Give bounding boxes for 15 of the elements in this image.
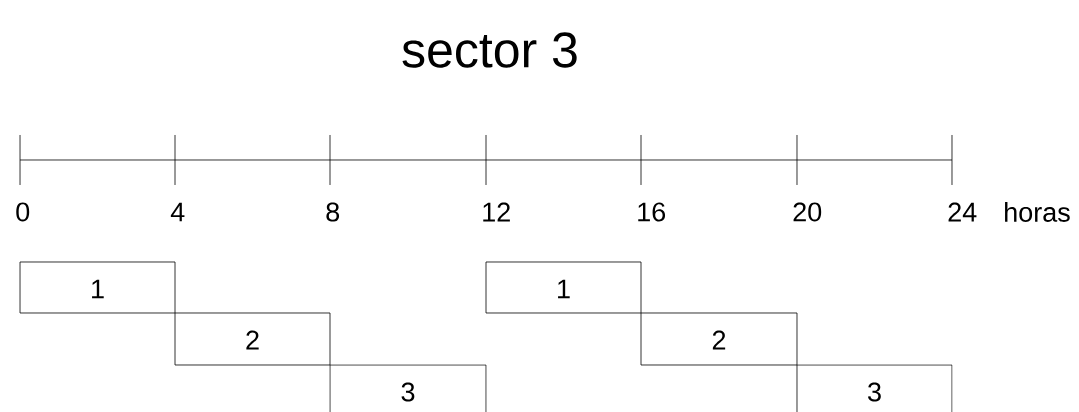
shift-box: 3 [796,364,953,412]
axis-label: 16 [638,202,666,222]
axis-label: 20 [793,202,822,222]
shift-box: 1 [19,261,176,314]
axis-label: 24 [948,202,977,222]
axis-label: 8 [326,202,340,222]
title: sector 3 [402,32,577,68]
axis-label: 0 [16,202,30,222]
shift-box: 2 [174,312,331,366]
shift-box: 1 [485,261,642,314]
axis-label: 4 [170,202,185,222]
shift-box: 2 [640,312,798,366]
axis-label: horas [1005,202,1070,222]
shift-box: 3 [329,364,487,412]
axis-label: 12 [483,202,510,222]
